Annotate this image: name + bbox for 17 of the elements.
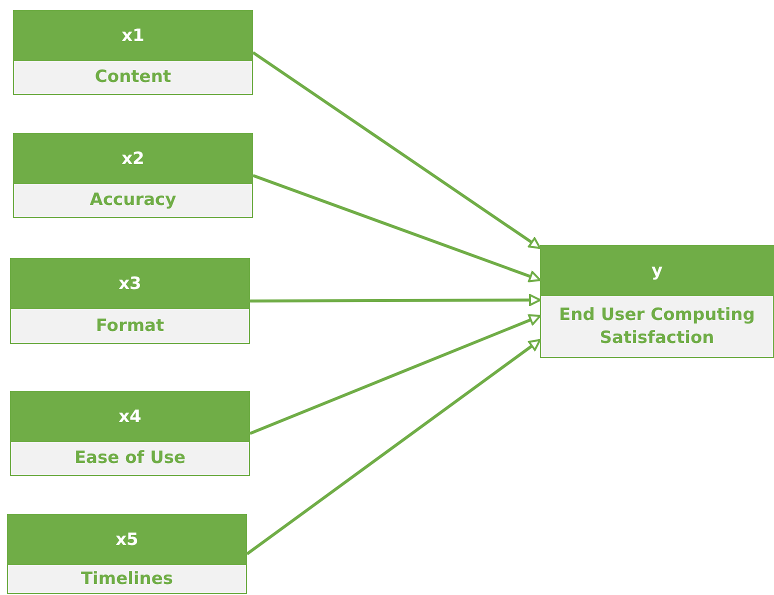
variable-header: x1 [13,10,253,61]
variable-label: Timelines [7,565,247,594]
variable-label: Content [13,61,253,95]
variable-label: Ease of Use [10,442,250,476]
variable-label: Accuracy [13,184,253,218]
variable-label: Format [10,309,250,344]
arrow [246,338,541,556]
arrow [252,174,541,282]
variable-header: x4 [10,391,250,442]
arrow [249,314,541,435]
arrow [252,51,541,250]
variable-label: End User Computing Satisfaction [540,296,774,358]
variable-header: x5 [7,514,247,565]
arrow [250,294,541,306]
variable-header: y [540,245,774,296]
variable-header: x3 [10,258,250,309]
variable-header: x2 [13,133,253,184]
